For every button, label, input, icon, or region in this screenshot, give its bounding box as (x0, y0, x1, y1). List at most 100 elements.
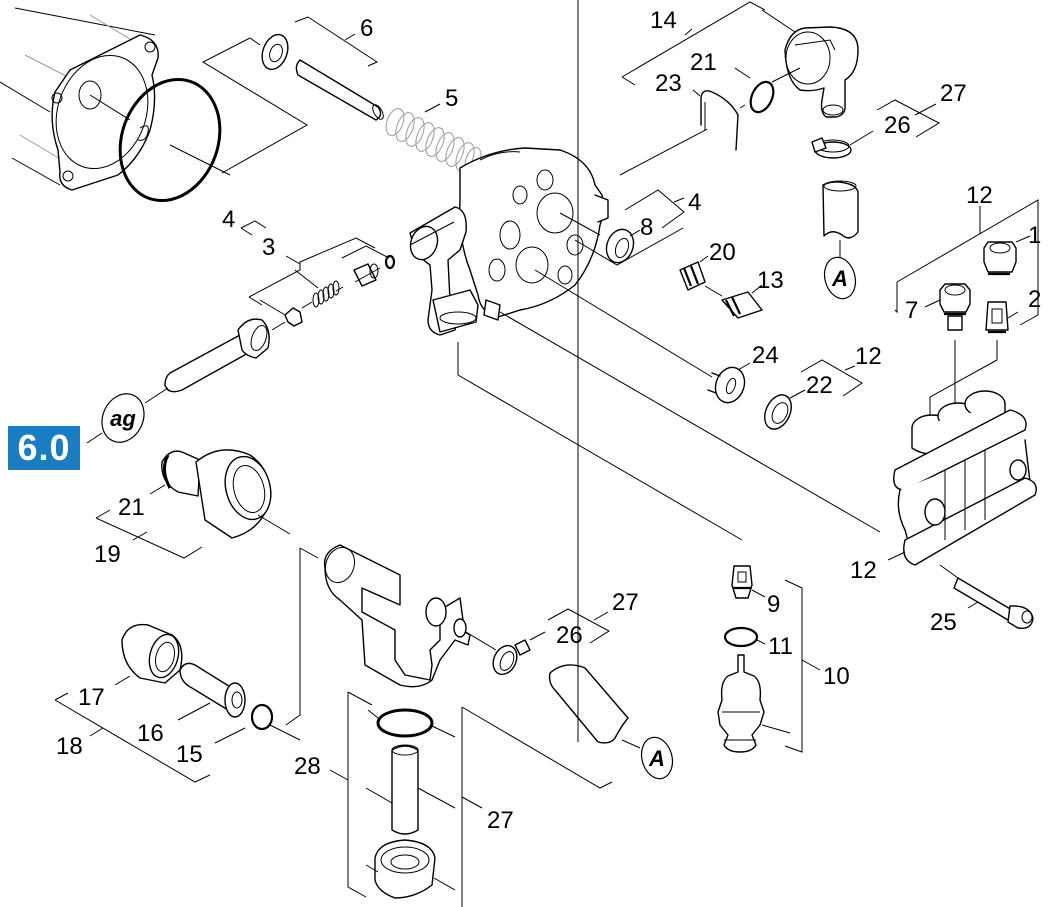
part-8-shaft-seal (605, 228, 641, 264)
bracket-10 (784, 579, 803, 753)
part-28-o-ring (376, 708, 434, 738)
part-25-bolt (939, 564, 1034, 629)
callout-12-valve-group: 12 (966, 182, 993, 209)
reference-marker-A-bottom: A (640, 736, 674, 780)
part-1-valve-plug (983, 235, 1031, 276)
part-6-seal-washer (261, 33, 289, 71)
pressure-pipe-fitting (164, 318, 270, 393)
callout-15: 15 (176, 741, 203, 768)
leader-27-to-hose (461, 706, 613, 789)
part-15-o-ring (250, 703, 274, 731)
part-7-valve-plug-long (924, 283, 971, 368)
bracket-12-bearing (800, 359, 863, 397)
callout-27-top: 27 (940, 80, 967, 107)
callout-25: 25 (930, 609, 957, 636)
reference-marker-A-top: A (823, 256, 857, 300)
motor-housing-flange (0, 7, 159, 191)
callout-14: 14 (650, 7, 677, 34)
callout-11: 11 (768, 633, 793, 660)
bracket-28 (347, 692, 367, 898)
callout-3: 3 (262, 234, 275, 261)
reference-marker-ag-label: ag (110, 406, 136, 431)
part-26-hose-clamp-top (811, 130, 874, 159)
callout-26-top: 26 (884, 112, 911, 139)
bracket-27-top (876, 99, 941, 138)
callout-21-top: 21 (690, 49, 717, 76)
reference-marker-ag: ag (101, 393, 145, 443)
bracket-14 (621, 1, 766, 78)
part-19-tap-connector (161, 449, 272, 539)
leader-t-fitting-left (285, 548, 301, 726)
bracket-27-bottom (547, 608, 610, 644)
leader-23-head (619, 124, 716, 176)
bracket-12-valves (894, 199, 1039, 326)
part-21-o-ring-elbow (734, 67, 801, 114)
part-4-o-ring-small (384, 254, 396, 270)
part-13-valve-insert (721, 284, 763, 319)
part-10-unloader-valve (717, 654, 765, 753)
callout-22: 22 (806, 372, 833, 399)
bracket-4-right (624, 189, 685, 229)
part-9-valve-insert (731, 565, 753, 599)
hose-segment-bottom (548, 0, 641, 749)
bracket-3 (248, 237, 376, 298)
part-3-valve-seat (353, 263, 379, 287)
part-22-bearing (764, 389, 806, 430)
section-number-badge: 6.0 (8, 426, 80, 470)
part-23-retaining-clip (692, 89, 739, 151)
bracket-4-3 (240, 220, 267, 236)
leader-20-head (574, 227, 684, 266)
part-12-valve-block (893, 390, 1037, 566)
part-20-valve-insert (679, 255, 723, 297)
part-3-spring-small (294, 269, 340, 308)
callout-1: 1 (1028, 222, 1041, 249)
callout-4-left: 4 (222, 206, 235, 233)
callout-4-right: 4 (688, 189, 701, 216)
callout-16: 16 (137, 720, 164, 747)
callout-2: 2 (1028, 286, 1041, 313)
bracket-19 (95, 509, 203, 559)
callout-19: 19 (94, 541, 121, 568)
part-17-union-nut (121, 623, 183, 684)
callout-18: 18 (56, 733, 83, 760)
callout-6: 6 (360, 15, 373, 42)
callout-17: 17 (78, 684, 105, 711)
section-number-label: 6.0 (17, 427, 71, 468)
reference-marker-A-top-label: A (831, 266, 848, 291)
callout-20: 20 (709, 239, 736, 266)
callout-7: 7 (905, 297, 918, 324)
callout-21-bottom: 21 (118, 494, 145, 521)
part-11-o-ring (723, 626, 759, 648)
part-28-filter-tube (365, 744, 456, 835)
part-14-outlet-elbow (784, 26, 859, 118)
bracket-6 (294, 16, 379, 67)
part-16-hose-nipple (179, 662, 246, 718)
callout-28: 28 (294, 753, 321, 780)
inlet-t-fitting (323, 544, 471, 688)
callout-27-middle: 27 (612, 589, 639, 616)
part-6-piston-rod (295, 59, 384, 121)
callout-24: 24 (752, 342, 779, 369)
callout-8: 8 (640, 214, 653, 241)
callout-12-block: 12 (850, 557, 877, 584)
hose-segment-top (822, 180, 859, 262)
bracket-18 (54, 692, 211, 783)
callout-13: 13 (757, 267, 784, 294)
callout-9: 9 (767, 591, 780, 618)
callout-27-bottom: 27 (487, 807, 514, 834)
cylinder-head (409, 147, 609, 336)
bracket-4-left (341, 245, 390, 259)
part-3-valve-disc (259, 299, 303, 327)
callout-26-bottom: 26 (556, 622, 583, 649)
part-24-spacer (707, 362, 751, 404)
bracket-seal-rod (201, 37, 308, 174)
part-28-filter-cap-nut (365, 839, 456, 899)
callout-23: 23 (655, 70, 682, 97)
callout-10: 10 (823, 663, 850, 690)
callout-12-bearing: 12 (855, 343, 882, 370)
callout-5: 5 (445, 85, 458, 112)
leader-valves-to-block (929, 359, 998, 420)
leader-9-head (457, 342, 743, 541)
reference-marker-A-bottom-label: A (648, 746, 665, 771)
